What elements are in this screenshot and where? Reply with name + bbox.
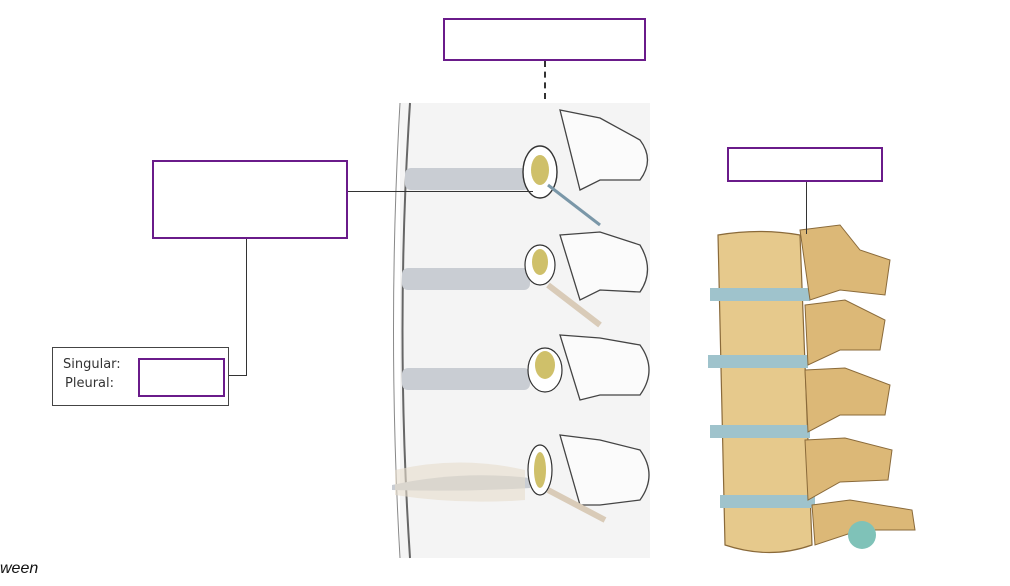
disc [402, 368, 530, 390]
plural-label: Pleural: [65, 376, 114, 391]
leader-line-lateral [806, 182, 807, 234]
leader-line-disc-down [246, 239, 247, 376]
disc [405, 168, 530, 190]
label-box-lateral[interactable] [727, 147, 883, 182]
cut-off-text: ween [0, 560, 39, 577]
leader-line-disc-left [229, 375, 247, 376]
disc [402, 268, 530, 290]
sagittal-spine-section [392, 102, 650, 559]
singular-plural-answer-box[interactable] [138, 358, 225, 397]
leader-line-disc [348, 191, 533, 192]
label-box-disc[interactable] [152, 160, 348, 239]
singular-label: Singular: [63, 357, 121, 372]
lateral-lumbar-spine [708, 224, 916, 554]
label-box-top[interactable] [443, 18, 646, 61]
leader-line-top [544, 61, 546, 99]
